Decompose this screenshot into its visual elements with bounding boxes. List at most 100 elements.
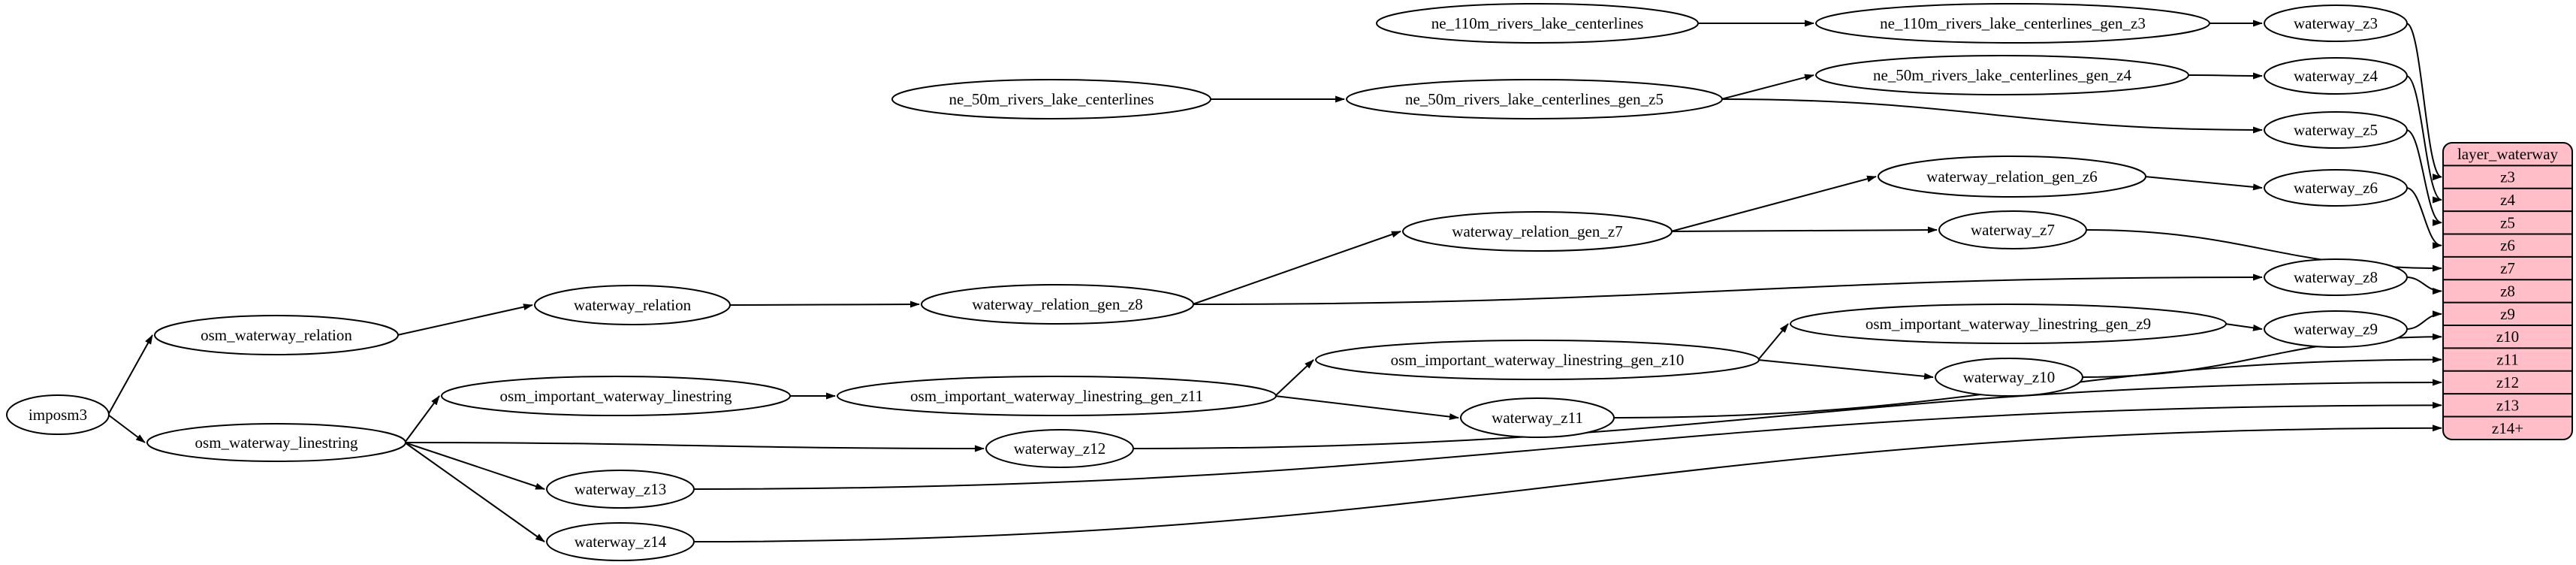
table-row-z3: z3 <box>2500 168 2515 186</box>
node-label-imposm3: imposm3 <box>29 406 87 424</box>
node-waterway_z3: waterway_z3 <box>2264 5 2408 42</box>
table-row-z5: z5 <box>2500 213 2515 231</box>
node-label-osm_important_waterway_linestring_gen_z9: osm_important_waterway_linestring_gen_z9 <box>1866 315 2151 333</box>
edge-waterway_z14-to-layer_waterway-z14+ <box>692 425 2442 542</box>
table-outline <box>2442 142 2573 440</box>
node-label-waterway_z12: waterway_z12 <box>1014 440 1106 458</box>
node-label-waterway_relation_gen_z6: waterway_relation_gen_z6 <box>1926 168 2097 186</box>
edge-osm_waterway_linestring-to-waterway_z13 <box>404 442 545 490</box>
edge-ne_50m_rivers_lake_centerlines_gen_z4-to-waterway_z4 <box>2187 72 2263 80</box>
table-row-z4: z4 <box>2500 191 2515 209</box>
edge-osm_waterway_linestring-to-osm_important_waterway_linestring <box>404 395 440 443</box>
edge-waterway_relation_gen_z8-to-waterway_relation_gen_z7 <box>1192 231 1401 305</box>
node-ellipse-waterway_z9 <box>2264 310 2408 348</box>
node-label-waterway_z3: waterway_z3 <box>2294 14 2378 32</box>
node-label-waterway_relation: waterway_relation <box>574 296 692 314</box>
node-waterway_z7: waterway_z7 <box>1938 210 2087 249</box>
node-ellipse-osm_important_waterway_linestring_gen_z11 <box>837 376 1277 416</box>
node-label-waterway_z5: waterway_z5 <box>2294 121 2378 139</box>
node-ellipse-waterway_z13 <box>546 470 695 509</box>
node-waterway_z9: waterway_z9 <box>2264 310 2408 348</box>
node-waterway_z8: waterway_z8 <box>2264 258 2408 296</box>
node-waterway_relation_gen_z7: waterway_relation_gen_z7 <box>1402 211 1673 252</box>
node-ne_110m_rivers_lake_centerlines_gen_z3: ne_110m_rivers_lake_centerlines_gen_z3 <box>1815 3 2210 44</box>
edge-waterway_z5-to-layer_waterway-z5 <box>2406 129 2442 226</box>
node-label-osm_important_waterway_linestring: osm_important_waterway_linestring <box>499 387 732 405</box>
node-osm_waterway_linestring: osm_waterway_linestring <box>146 423 406 462</box>
node-ellipse-ne_110m_rivers_lake_centerlines_gen_z3 <box>1815 3 2210 44</box>
edge-osm_waterway_relation-to-waterway_relation <box>397 304 533 336</box>
table-row-z12: z12 <box>2496 373 2519 391</box>
node-waterway_z4: waterway_z4 <box>2264 57 2408 95</box>
node-osm_important_waterway_linestring_gen_z10: osm_important_waterway_linestring_gen_z1… <box>1315 340 1760 380</box>
node-ellipse-waterway_z7 <box>1938 210 2087 249</box>
node-label-waterway_relation_gen_z7: waterway_relation_gen_z7 <box>1452 222 1622 240</box>
node-ellipse-waterway_relation_gen_z8 <box>921 284 1194 325</box>
node-label-waterway_z6: waterway_z6 <box>2294 179 2378 197</box>
edge-osm_important_waterway_linestring_gen_z10-to-waterway_z10 <box>1757 359 1934 380</box>
node-label-waterway_z13: waterway_z13 <box>575 480 666 498</box>
edge-osm_important_waterway_linestring_gen_z9-to-waterway_z9 <box>2225 323 2263 331</box>
table-row-z11: z11 <box>2496 351 2519 369</box>
edge-waterway_z4-to-layer_waterway-z4 <box>2406 75 2442 204</box>
node-ellipse-ne_50m_rivers_lake_centerlines <box>891 79 1211 119</box>
node-label-ne_110m_rivers_lake_centerlines_gen_z3: ne_110m_rivers_lake_centerlines_gen_z3 <box>1880 14 2146 32</box>
node-ellipse-waterway_z4 <box>2264 57 2408 95</box>
edge-osm_important_waterway_linestring_gen_z11-to-waterway_z11 <box>1274 395 1459 421</box>
node-osm_important_waterway_linestring_gen_z9: osm_important_waterway_linestring_gen_z9 <box>1790 304 2227 344</box>
edge-ne_50m_rivers_lake_centerlines_gen_z5-to-ne_50m_rivers_lake_centerlines_gen_z4 <box>1721 74 1814 100</box>
node-ne_50m_rivers_lake_centerlines_gen_z5: ne_50m_rivers_lake_centerlines_gen_z5 <box>1346 79 1723 119</box>
node-ellipse-waterway_z12 <box>985 429 1134 468</box>
node-label-ne_50m_rivers_lake_centerlines: ne_50m_rivers_lake_centerlines <box>949 90 1154 108</box>
table-row-z10: z10 <box>2496 328 2519 346</box>
node-ellipse-ne_110m_rivers_lake_centerlines <box>1376 3 1699 44</box>
node-ellipse-waterway_relation_gen_z7 <box>1402 211 1673 252</box>
edge-imposm3-to-osm_waterway_linestring <box>107 414 146 443</box>
edge-waterway_relation_gen_z6-to-waterway_z6 <box>2144 176 2263 191</box>
node-ellipse-osm_waterway_relation <box>154 315 399 355</box>
node-label-waterway_z10: waterway_z10 <box>1963 368 2055 386</box>
edge-imposm3-to-osm_waterway_relation <box>107 334 153 415</box>
table-row-z7: z7 <box>2500 259 2515 277</box>
node-ellipse-osm_important_waterway_linestring_gen_z10 <box>1315 340 1760 380</box>
node-label-osm_waterway_linestring: osm_waterway_linestring <box>195 434 358 452</box>
edge-waterway_z9-to-layer_waterway-z9 <box>2406 310 2442 330</box>
node-label-waterway_z11: waterway_z11 <box>1492 409 1583 427</box>
node-ellipse-waterway_z10 <box>1935 358 2083 397</box>
node-ellipse-waterway_z11 <box>1460 397 1615 438</box>
node-waterway_z13: waterway_z13 <box>546 470 695 509</box>
nodes-layer: imposm3osm_waterway_relationosm_waterway… <box>6 3 2408 561</box>
edge-waterway_relation_gen_z7-to-waterway_relation_gen_z6 <box>1670 175 1877 232</box>
node-label-osm_important_waterway_linestring_gen_z11: osm_important_waterway_linestring_gen_z1… <box>910 387 1203 405</box>
node-ellipse-waterway_z6 <box>2264 169 2408 207</box>
node-ellipse-waterway_z5 <box>2264 111 2408 149</box>
node-ellipse-waterway_z8 <box>2264 258 2408 296</box>
table-title: layer_waterway <box>2457 145 2559 163</box>
node-waterway_relation_gen_z6: waterway_relation_gen_z6 <box>1878 156 2146 198</box>
node-waterway_z14: waterway_z14 <box>546 522 695 561</box>
edge-waterway_z6-to-layer_waterway-z6 <box>2406 187 2442 249</box>
node-ellipse-osm_waterway_linestring <box>146 423 406 462</box>
edge-ne_50m_rivers_lake_centerlines_gen_z5-to-waterway_z5 <box>1721 98 2263 134</box>
node-label-ne_50m_rivers_lake_centerlines_gen_z5: ne_50m_rivers_lake_centerlines_gen_z5 <box>1405 90 1664 108</box>
edge-osm_waterway_linestring-to-waterway_z14 <box>404 442 545 542</box>
node-ellipse-imposm3 <box>6 394 110 435</box>
node-waterway_z10: waterway_z10 <box>1935 358 2083 397</box>
node-ellipse-ne_50m_rivers_lake_centerlines_gen_z4 <box>1815 55 2189 95</box>
edge-osm_waterway_linestring-to-waterway_z12 <box>404 442 985 452</box>
node-ne_50m_rivers_lake_centerlines_gen_z4: ne_50m_rivers_lake_centerlines_gen_z4 <box>1815 55 2189 95</box>
node-waterway_z12: waterway_z12 <box>985 429 1134 468</box>
node-waterway_z6: waterway_z6 <box>2264 169 2408 207</box>
edge-waterway_z12-to-layer_waterway-z12 <box>1132 379 2442 449</box>
node-label-waterway_relation_gen_z8: waterway_relation_gen_z8 <box>972 295 1142 313</box>
node-waterway_z11: waterway_z11 <box>1460 397 1615 438</box>
node-osm_important_waterway_linestring_gen_z11: osm_important_waterway_linestring_gen_z1… <box>837 376 1277 416</box>
edge-waterway_relation-to-waterway_relation_gen_z8 <box>728 301 920 308</box>
edge-waterway_z3-to-layer_waterway-z3 <box>2406 23 2442 180</box>
node-osm_important_waterway_linestring: osm_important_waterway_linestring <box>441 376 791 416</box>
edge-waterway_z13-to-layer_waterway-z13 <box>692 401 2442 490</box>
node-waterway_relation_gen_z8: waterway_relation_gen_z8 <box>921 284 1194 325</box>
